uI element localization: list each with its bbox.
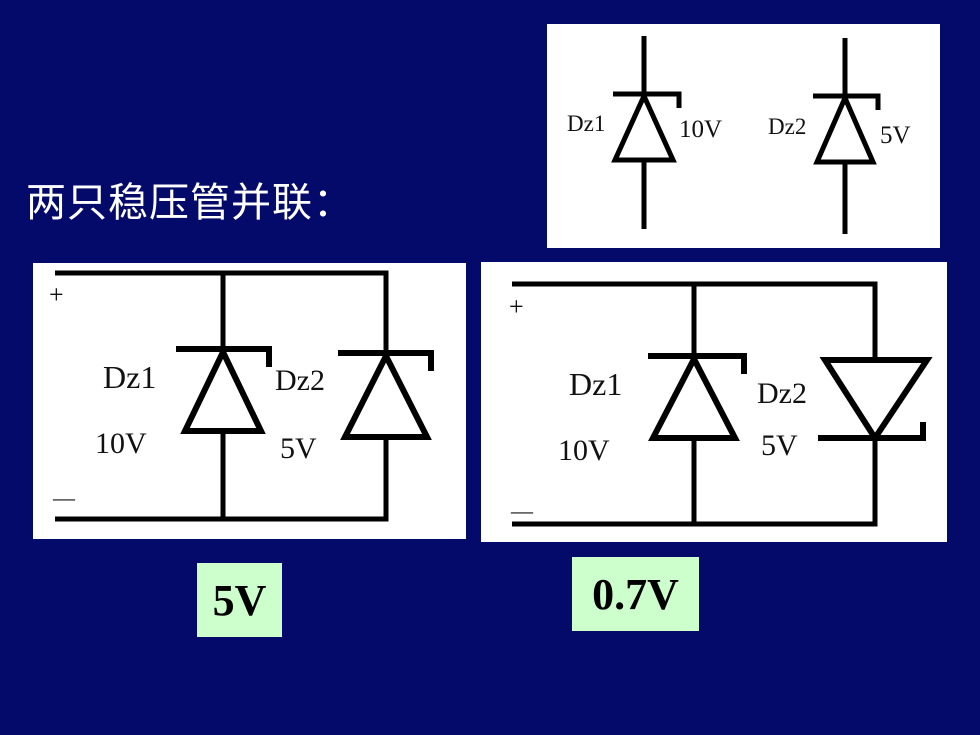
legend-d2-name: Dz2: [768, 114, 806, 139]
plus-terminal: +: [509, 292, 524, 321]
legend-d1-voltage: 10V: [679, 116, 722, 143]
legend-d1-name: Dz1: [567, 111, 605, 136]
result-right-box: 0.7V: [572, 557, 699, 631]
zener-diode-2-symbol: [813, 38, 881, 234]
circuit-right-panel: + — Dz1 10V Dz2 5V: [481, 262, 947, 542]
zener-diode-2-symbol: [338, 349, 434, 440]
right-d1-name: Dz1: [569, 366, 622, 402]
left-d2-voltage: 5V: [280, 432, 317, 465]
right-d1-voltage: 10V: [558, 434, 610, 467]
left-d1-voltage: 10V: [95, 427, 147, 460]
legend-panel: Dz1 10V Dz2 5V: [547, 24, 940, 248]
plus-terminal: +: [49, 280, 64, 309]
circuit-right-diagram: + — Dz1 10V Dz2 5V: [509, 281, 933, 527]
zener-diode-2-reversed-symbol: [818, 357, 933, 444]
right-d2-name: Dz2: [757, 377, 807, 410]
circuit-left-panel: + — Dz1 10V Dz2 5V: [33, 263, 466, 539]
minus-terminal: —: [52, 485, 76, 510]
right-d2-voltage: 5V: [761, 429, 798, 462]
left-d1-name: Dz1: [103, 359, 156, 395]
circuit-left-diagram: + — Dz1 10V Dz2 5V: [49, 270, 434, 522]
result-left-box: 5V: [197, 563, 282, 637]
zener-diode-1-symbol: [176, 345, 272, 434]
minus-terminal: —: [510, 498, 534, 523]
legend-d2-voltage: 5V: [880, 122, 911, 149]
page-title: 两只稳压管并联：: [26, 180, 354, 226]
zener-diode-1-symbol: [648, 352, 747, 441]
zener-diode-1-symbol: [611, 36, 682, 229]
legend-diagram: Dz1 10V Dz2 5V: [567, 36, 911, 234]
left-d2-name: Dz2: [275, 364, 325, 397]
